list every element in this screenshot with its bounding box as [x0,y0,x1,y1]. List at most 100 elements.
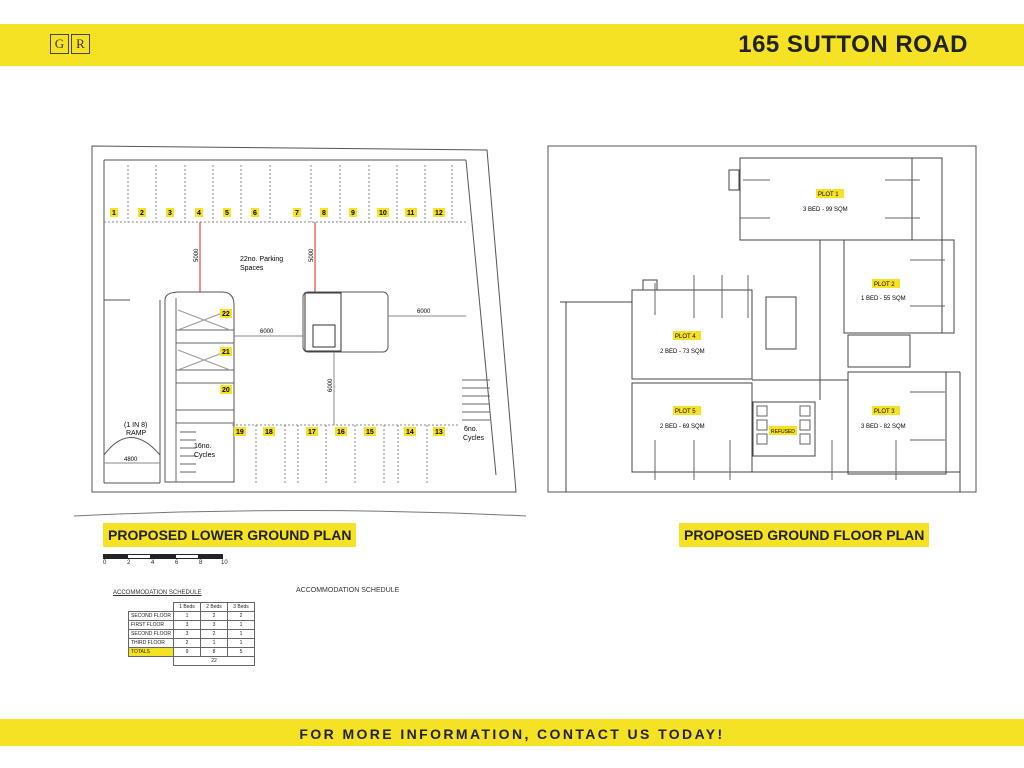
bottom-parking-stalls [232,424,460,483]
parking-bay-number: 16 [337,429,345,436]
schedule-row-label: SECOND FLOOR [128,611,174,621]
schedule-cell: 3 [200,620,228,630]
red-dimension-lines [199,222,316,292]
parking-bay-number: 12 [435,210,443,217]
schedule-cell: 1 [227,629,255,639]
schedule-title-right: ACCOMMODATION SCHEDULE [296,587,400,594]
lower-plan-outline [91,145,517,493]
lower-plan-title: PROPOSED LOWER GROUND PLAN [103,523,357,547]
schedule-row-label: SECOND FLOOR [128,629,174,639]
schedule-cell: 1 [227,620,255,630]
company-logo: G R [50,34,90,54]
plot-1-desc: 3 BED - 99 SQM [803,207,848,213]
plot-4-desc: 2 BED - 73 SQM [660,349,705,355]
parking-bay-highlight [220,347,232,356]
schedule-title: ACCOMMODATION SCHEDULE [113,590,202,596]
dim-5000-left: 5000 [194,248,200,262]
dim-6000-right: 6000 [417,309,431,315]
plot-2-desc: 1 BED - 55 SQM [861,296,906,302]
schedule-header: 3 Beds [227,602,255,612]
parking-bay-highlight [335,427,347,436]
schedule-grand-total: 22 [173,656,255,666]
schedule-row: THIRD FLOOR 2 1 1 [128,638,255,648]
parking-bay-highlight [433,427,445,436]
parking-bay-number: 9 [351,210,355,217]
schedule-cell: 2 [200,611,228,621]
parking-bay-highlight [166,208,174,217]
footer-cta[interactable]: FOR MORE INFORMATION, CONTACT US TODAY! [299,726,725,742]
parking-bay-highlight [251,208,259,217]
schedule-cell: 3 [173,620,201,630]
parking-bay-highlight [234,427,246,436]
parking-bay-number: 1 [112,210,116,217]
parking-bay-highlight [377,208,389,217]
parking-bay-highlight [293,208,301,217]
parking-bay-highlight [364,427,376,436]
parking-bay-number: 2 [140,210,144,217]
scale-tick-6: 6 [175,560,179,566]
plot-5-desc: 2 BED - 69 SQM [660,424,705,430]
schedule-cell: 1 [200,638,228,648]
parking-bay-number: 6 [253,210,257,217]
dim-5000-right: 5000 [309,248,315,262]
schedule-cell: 2 [200,629,228,639]
parking-bay-number: 22 [222,311,230,318]
ramp-label-2: RAMP [126,430,147,437]
dimension-lines [104,315,466,464]
parking-label-1: 22no. Parking [240,256,283,263]
schedule-cell: 2 [173,638,201,648]
scale-tick-4: 4 [151,560,155,566]
ground-plan-title: PROPOSED GROUND FLOOR PLAN [679,523,930,547]
parking-bay-number: 14 [406,429,414,436]
schedule-total-cell: 9 [173,647,201,657]
entrance-curve [73,510,527,517]
parking-bay-highlight [306,427,318,436]
schedule-cell: 1 [173,611,201,621]
schedule-row: SECOND FLOOR 3 2 1 [128,629,255,639]
parking-bay-highlight [404,427,416,436]
cycles-left-1: 16no. [194,443,212,450]
ground-walls [560,157,961,492]
dim-4800: 4800 [124,457,138,463]
parking-bay-number: 18 [265,429,273,436]
dim-6000-left: 6000 [260,329,274,335]
cycle-racks-right [462,379,490,421]
ramp-lanes [103,300,161,484]
logo-letter-r: R [71,34,90,54]
plot-5-name: PLOT 5 [675,409,696,415]
page-title: 165 SUTTON ROAD [738,31,968,58]
schedule-grand-total-row: 22 [129,656,255,666]
schedule-cell: 3 [173,629,201,639]
scale-tick-0: 0 [103,560,107,566]
schedule-row: SECOND FLOOR 1 2 2 [128,611,255,621]
parking-bay-highlight [220,385,232,394]
cycles-left-2: Cycles [194,452,216,459]
stair-core [302,291,389,353]
parking-bay-number: 7 [295,210,299,217]
ramp-label-1: (1 IN 8) [124,422,147,429]
parking-bay-highlight [223,208,231,217]
refused-label: REFUSED [771,429,795,435]
parking-bay-highlight [263,427,275,436]
schedule-total-cell: 5 [227,647,255,657]
accommodation-schedule-table: 1 Beds 2 Beds 3 Beds SECOND FLOOR 1 2 2 … [128,602,255,666]
schedule-header: 2 Beds [200,602,228,612]
scale-tick-8: 8 [199,560,203,566]
schedule-header-row: 1 Beds 2 Beds 3 Beds [129,602,255,612]
parking-bay-highlight [349,208,357,217]
plot-3-desc: 3 BED - 82 SQM [861,424,906,430]
parking-bay-number: 5 [225,210,229,217]
parking-bay-number: 8 [322,210,326,217]
parking-bay-number: 19 [236,429,244,436]
schedule-row-label: THIRD FLOOR [128,638,174,648]
parking-bay-highlight [433,208,445,217]
parking-bay-number: 13 [435,429,443,436]
cycle-racks-left [180,431,196,473]
schedule-header: 1 Beds [173,602,201,612]
dim-6000-vertical: 6000 [328,378,334,392]
plot-4-name: PLOT 4 [675,334,696,340]
